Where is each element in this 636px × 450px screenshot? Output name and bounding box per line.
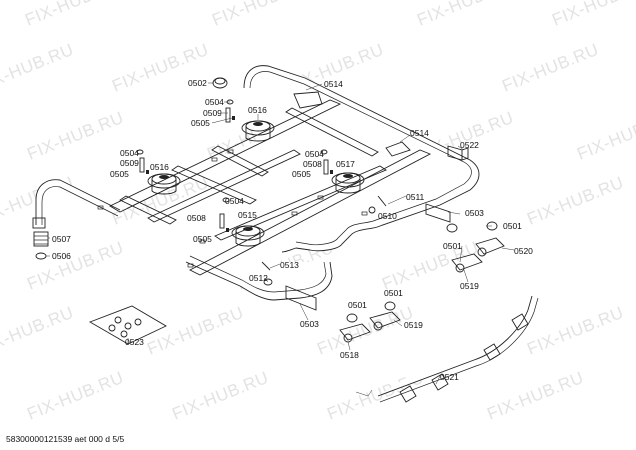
part-label-0502: 0502	[188, 78, 207, 88]
watermark: FIX-HUB.RU	[549, 0, 636, 30]
part-label-0522: 0522	[460, 140, 479, 150]
part-label-0508: 0508	[303, 159, 322, 169]
watermark: FIX-HUB.RU	[314, 303, 416, 359]
part-label-0509: 0509	[120, 158, 139, 168]
watermark: FIX-HUB.RU	[24, 368, 126, 424]
screw-bag-0523	[88, 305, 167, 345]
burner-0517	[331, 172, 365, 194]
part-label-0519: 0519	[404, 320, 423, 330]
part-label-0501: 0501	[443, 241, 462, 251]
part-label-0501: 0501	[348, 300, 367, 310]
watermark: FIX-HUB.RU	[499, 40, 601, 96]
small-components	[33, 77, 498, 323]
part-label-0508: 0508	[187, 213, 206, 223]
part-label-0516: 0516	[150, 162, 169, 172]
burner-rails	[97, 91, 432, 276]
burner-0515	[231, 225, 265, 247]
watermark: FIX-HUB.RU	[574, 108, 636, 164]
gas-valves	[339, 237, 505, 343]
watermark: FIX-HUB.RU	[24, 108, 126, 164]
part-label-0504: 0504	[225, 196, 244, 206]
part-label-0507: 0507	[52, 234, 71, 244]
manifold-0521	[355, 295, 539, 403]
part-label-0505: 0505	[110, 169, 129, 179]
watermark: FIX-HUB.RU	[0, 40, 76, 96]
part-label-0505: 0505	[191, 118, 210, 128]
part-label-0511: 0511	[406, 192, 425, 202]
part-label-0523: 0523	[125, 337, 144, 347]
part-label-0504: 0504	[120, 148, 139, 158]
part-label-0503: 0503	[300, 319, 319, 329]
part-label-0513: 0513	[280, 260, 299, 270]
part-label-0503: 0503	[465, 208, 484, 218]
watermark: FIX-HUB.RU	[209, 0, 311, 30]
part-label-0520: 0520	[514, 246, 533, 256]
part-labels: 0502 0514 0504 0509 0505 0516 0504 0509 …	[52, 78, 533, 382]
part-label-0518: 0518	[340, 350, 359, 360]
watermark: FIX-HUB.RU	[169, 368, 271, 424]
part-label-0501: 0501	[384, 288, 403, 298]
watermark: FIX-HUB.RU	[0, 303, 76, 359]
burner-0516-left	[147, 173, 181, 195]
part-label-0501: 0501	[503, 221, 522, 231]
part-label-0521: 0521	[440, 372, 459, 382]
part-label-0512: 0512	[249, 273, 268, 283]
part-label-0510: 0510	[378, 211, 397, 221]
part-label-0519: 0519	[460, 281, 479, 291]
document-reference-footer: 58300000121539 aet 000 d 5/5	[6, 434, 125, 444]
part-label-0506: 0506	[52, 251, 71, 261]
watermark: FIX-HUB.RU	[144, 303, 246, 359]
part-label-0514: 0514	[410, 128, 429, 138]
part-label-0509: 0509	[203, 108, 222, 118]
part-label-0517: 0517	[336, 159, 355, 169]
part-label-0505: 0505	[193, 234, 212, 244]
watermark: FIX-HUB.RU	[524, 303, 626, 359]
burner-0516-top	[241, 120, 275, 142]
part-label-0505: 0505	[292, 169, 311, 179]
watermark: FIX-HUB.RU	[484, 368, 586, 424]
part-label-0504: 0504	[205, 97, 224, 107]
watermark: FIX-HUB.RU	[524, 173, 626, 229]
watermark: FIX-HUB.RU	[414, 0, 516, 30]
part-label-0514: 0514	[324, 79, 343, 89]
leader-lines	[46, 82, 515, 385]
watermark: FIX-HUB.RU	[22, 0, 124, 30]
part-label-0516: 0516	[248, 105, 267, 115]
part-label-0515: 0515	[238, 210, 257, 220]
part-label-0504: 0504	[305, 149, 324, 159]
